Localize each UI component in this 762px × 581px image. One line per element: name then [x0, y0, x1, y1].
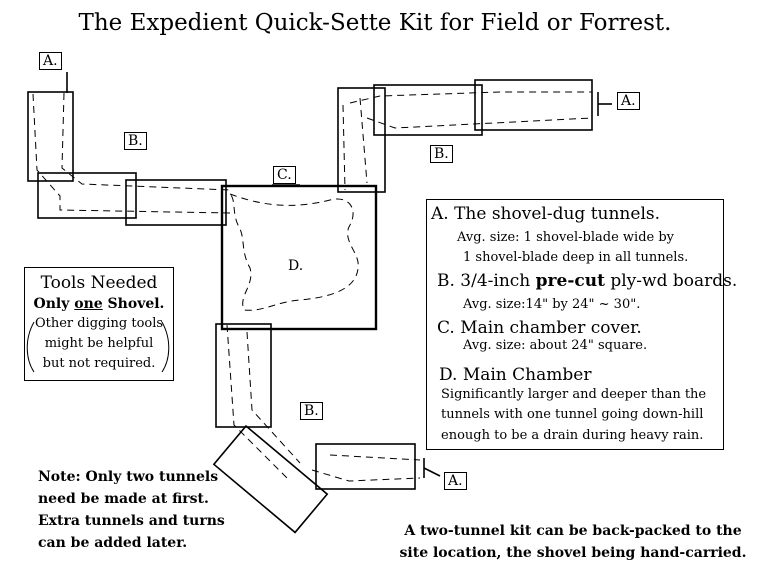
tools-right-bracket	[161, 321, 170, 373]
note-block: Note: Only two tunnels need be made at f…	[38, 466, 225, 554]
label-b-bottom: B.	[300, 402, 323, 420]
footer-line1: A two-tunnel kit can be back-packed to t…	[404, 523, 742, 539]
board-right-horizontal-1	[373, 84, 483, 136]
tools-line1-pre: Only	[33, 296, 75, 312]
label-a-bottom-right: A.	[444, 472, 467, 490]
tools-line1-underlined: one	[74, 296, 103, 312]
label-a-top-right: A.	[617, 92, 640, 110]
tunnel-top-right	[342, 91, 593, 191]
tunnel-bottom	[226, 324, 421, 482]
note-line1: Note: Only two tunnels	[38, 469, 219, 485]
label-a-top-left: A.	[39, 52, 62, 70]
board-left-vertical	[27, 91, 74, 182]
board-left-horizontal-2	[125, 179, 227, 226]
label-b-right: B.	[430, 145, 453, 163]
legend-b-heading-pre: B. 3/4-inch	[437, 271, 536, 291]
note-line3: Extra tunnels and turns	[38, 513, 225, 529]
legend-box: A. The shovel-dug tunnels. Avg. size: 1 …	[426, 199, 737, 450]
legend-d-line3: enough to be a drain during heavy rain.	[441, 428, 704, 443]
label-d: D.	[288, 258, 304, 274]
footer-line2: site location, the shovel being hand-car…	[399, 545, 747, 561]
main-chamber-outline	[229, 193, 359, 311]
board-right-vertical	[337, 87, 386, 193]
diagram-title: The Expedient Quick-Sette Kit for Field …	[78, 10, 672, 36]
label-b-left: B.	[124, 132, 147, 150]
board-left-horizontal-1	[37, 172, 137, 219]
label-c: C.	[273, 166, 296, 184]
tools-heading: Tools Needed	[40, 273, 158, 293]
tools-line1-post: Shovel.	[102, 296, 165, 312]
legend-b-heading-bold: pre-cut	[535, 271, 605, 291]
board-bottom-angled	[212, 424, 329, 534]
tools-left-bracket	[26, 321, 35, 373]
legend-c-heading: C. Main chamber cover.	[437, 318, 642, 338]
legend-b-heading-post: ply-wd boards.	[604, 271, 738, 291]
board-bottom-horizontal	[315, 443, 416, 490]
tunnel-left	[32, 92, 231, 214]
tools-line4: but not required.	[42, 356, 156, 371]
footer-block: A two-tunnel kit can be back-packed to t…	[398, 520, 748, 564]
legend-a-line2: 1 shovel-blade deep in all tunnels.	[463, 250, 689, 265]
tools-line1: Only one Shovel.	[25, 294, 173, 314]
legend-a-line1: Avg. size: 1 shovel-blade wide by	[457, 230, 675, 245]
main-chamber-cover	[220, 184, 378, 331]
legend-c-line1: Avg. size: about 24" square.	[463, 338, 648, 353]
legend-b-heading: B. 3/4-inch pre-cut ply-wd boards.	[437, 271, 737, 291]
legend-b-line1: Avg. size:14" by 24" ~ 30".	[463, 297, 641, 312]
legend-d-line1: Significantly larger and deeper than the	[441, 387, 707, 402]
legend-d-line2: tunnels with one tunnel going down-hill	[441, 407, 704, 422]
note-line4: can be added later.	[38, 535, 188, 551]
board-bottom-vertical	[215, 323, 272, 428]
legend-a-heading: A. The shovel-dug tunnels.	[431, 204, 661, 224]
legend-d-heading: D. Main Chamber	[439, 365, 592, 385]
board-right-horizontal-2	[474, 79, 593, 131]
tools-box: Tools Needed Only one Shovel. Other digg…	[24, 267, 174, 381]
tools-line3: might be helpful	[44, 336, 154, 351]
note-line2: need be made at first.	[38, 491, 209, 507]
tools-line2: Other digging tools	[34, 316, 164, 331]
